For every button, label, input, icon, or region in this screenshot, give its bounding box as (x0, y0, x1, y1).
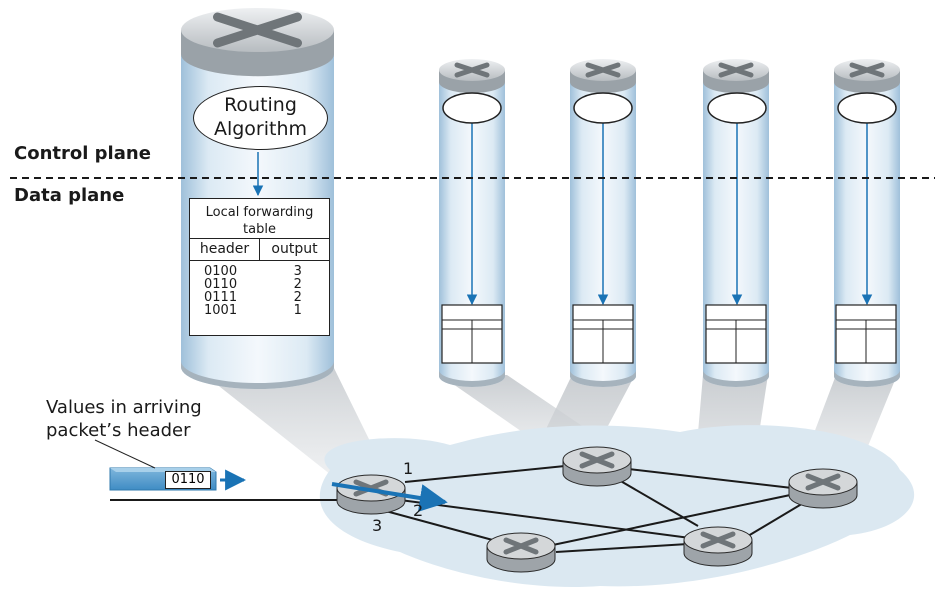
port-2-label: 2 (413, 501, 424, 520)
router-bottom-right (683, 526, 753, 567)
router-cross-icon (503, 537, 539, 555)
control-plane-label: Control plane (14, 143, 151, 164)
forwarding-table-title-line2: table (243, 222, 276, 237)
table-row-header: 0100 (204, 264, 238, 279)
router-right (788, 468, 858, 509)
table-row-output: 2 (293, 277, 302, 292)
algorithm-ellipse-2 (442, 92, 502, 124)
network-cloud (319, 425, 915, 588)
output-column-heading: output (271, 241, 318, 257)
routing-algorithm-ellipse: Routing Algorithm (193, 86, 328, 150)
table-row-header: 1001 (204, 303, 238, 318)
forwarding-path-arrow (331, 482, 448, 512)
router-cross-icon (700, 531, 736, 549)
mini-table-5 (835, 304, 897, 364)
router-cross-icon (805, 473, 841, 491)
header-column-heading: header (190, 239, 260, 260)
packet-header-value: 0110 (165, 471, 211, 489)
router-top (562, 446, 632, 487)
mini-table-3 (572, 304, 634, 364)
table-row-header: 0111 (204, 290, 238, 305)
port-3-label: 3 (372, 516, 383, 535)
algorithm-ellipse-3 (573, 92, 633, 124)
router-cross-icon (718, 62, 754, 78)
forwarding-table-title-line1: Local forwarding (205, 205, 314, 220)
router-bottom-center (486, 532, 556, 573)
table-row-output: 1 (293, 303, 302, 318)
mini-table-4 (705, 304, 767, 364)
table-row-output: 3 (293, 264, 302, 279)
local-forwarding-table: Local forwarding table header output 010… (189, 198, 330, 336)
port-1-label: 1 (403, 459, 414, 478)
router-cross-icon (454, 62, 490, 78)
network-routers (336, 446, 858, 573)
data-plane-label: Data plane (14, 185, 125, 206)
router-cross-icon (213, 12, 302, 48)
network-links (110, 465, 806, 553)
table-install-arrows (252, 123, 873, 306)
forwarding-table-header-row: header output (190, 239, 329, 261)
forwarding-table-body: 0100 0110 0111 1001 3 2 2 1 (190, 261, 329, 317)
router-cross-icon (585, 62, 621, 78)
caption-pointer (94, 439, 156, 469)
routing-algorithm-line1: Routing (224, 94, 297, 116)
table-row-output: 2 (293, 290, 302, 305)
arriving-values-caption-line1: Values in arriving (46, 397, 202, 418)
arriving-values-caption-line2: packet’s header (46, 420, 191, 441)
router-cross-icon (579, 451, 615, 469)
algorithm-ellipse-5 (837, 92, 897, 124)
algorithm-ellipse-4 (707, 92, 767, 124)
router-cross-icon (849, 62, 885, 78)
header-values-column: 0100 0110 0111 1001 (190, 265, 267, 317)
mini-table-2 (441, 304, 503, 364)
table-row-header: 0110 (204, 277, 238, 292)
routing-algorithm-line2: Algorithm (213, 118, 308, 140)
forwarding-table-title: Local forwarding table (190, 199, 329, 239)
local-algorithm-ellipses (442, 92, 897, 124)
mini-forwarding-tables (441, 304, 897, 364)
output-values-column: 3 2 2 1 (267, 265, 330, 317)
